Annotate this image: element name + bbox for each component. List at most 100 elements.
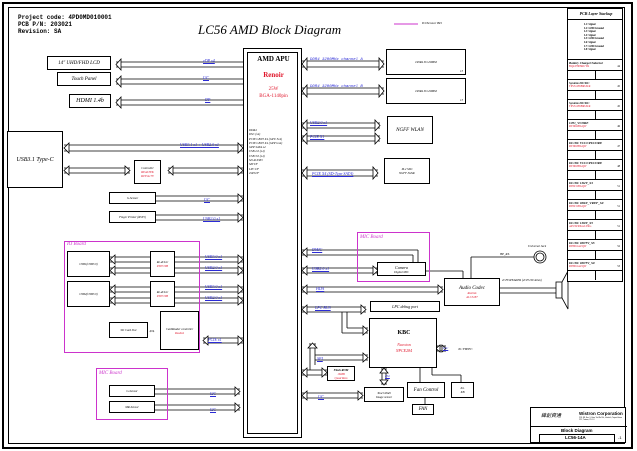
power-section-subrow	[568, 170, 622, 180]
sd-card-slot-label: SD Card Slot	[120, 328, 137, 332]
apu-if: USB 2.0 (x4)	[249, 149, 265, 154]
typec-i2c-bus: I2C	[443, 346, 449, 350]
layer-item: L5: GND/Ground	[584, 37, 604, 41]
ngff-wlan-box: NGFF WLAN	[387, 116, 433, 144]
power-section-subrow	[568, 150, 622, 160]
card-reader-vendor: Realtek	[175, 330, 184, 335]
power-section-subrow	[568, 250, 622, 260]
mr-sensor-box: MR-Sensor	[109, 401, 155, 413]
touchpad-i2c-bus: I2C	[318, 394, 324, 399]
project-info: Project code: 4PD0MD010001 PCB P/N: 2030…	[18, 14, 112, 35]
ddr-channel-b-bus: DDR4 3200MHz channel B	[310, 85, 363, 89]
kbc-box: KBC Nuvoton NPCE284	[369, 318, 437, 368]
apu-if: LPC I/F	[249, 166, 259, 171]
lcd-panel-box: 14" UHD/FHD LCD	[47, 56, 111, 70]
camera-label: Camera	[395, 264, 408, 270]
apu-if: PCIE GEN3 X4 (GPP Gx4)	[249, 140, 283, 145]
hdmi-box: HDMI 1.4b	[69, 94, 111, 108]
dimm-b-box: DDR4 SO-DIMM 13	[386, 78, 466, 104]
apu-if: DDR4	[249, 128, 257, 132]
power-section-page: 45	[617, 85, 620, 88]
power-section-subrow	[568, 210, 622, 220]
ddr-channel-a-bus: DDR4 3200MHz channel A	[310, 58, 363, 62]
audio-codec-label: Audio Codec	[459, 285, 485, 291]
power-section-page: 45	[617, 105, 620, 108]
jack-bus-label: HP_R/L	[500, 252, 510, 256]
mic-board-right-title: MIC Board	[360, 235, 383, 240]
apu-if: GPP SATA x4	[249, 145, 266, 150]
power-section-subrow	[568, 90, 622, 100]
layer-item: L4: Signal	[584, 33, 596, 37]
power-section-part: RT3662BGQW	[569, 125, 587, 128]
layer-item: L7: GND/Ground	[584, 44, 604, 48]
company-name: Wistron Corporation	[579, 411, 623, 416]
mic-board-left-title: MIC Board	[99, 371, 122, 376]
camera-usb-bus: USB2.0 x1	[312, 266, 330, 271]
touch-i2c-label: I2C	[203, 75, 209, 80]
flash-size: 16MB	[337, 371, 345, 376]
m2-ssd-box: M.2 SSD NGFF-NvMe	[384, 158, 430, 184]
kbc-part: NPCE284	[395, 348, 413, 353]
power-section-page: 46	[617, 125, 620, 128]
company-address: 21F, 88, Sec.1, Hsin Tai Wu Rd., Hsichih…	[579, 417, 622, 422]
apu-if: DSC (x4)	[249, 132, 261, 137]
title-block: 緯創資通 Wistron Corporation 21F, 88, Sec.1,…	[530, 407, 627, 443]
mic-g-sensor-label: G-Sensor	[126, 389, 138, 393]
card-reader-box: CardReader controller Realtek	[160, 311, 199, 350]
project-code: Project code: 4PD0MD010001	[18, 14, 112, 21]
power-section-name: Battery Charger/Selector	[569, 61, 603, 65]
power-section-part: RT3663BGQW	[569, 145, 587, 148]
apu-if: USB 3.0 (x4)	[249, 153, 265, 158]
sd-link-arrow-icon: ⇔	[148, 326, 156, 335]
ngff-wlan-label: NGFF WLAN	[396, 127, 424, 133]
kbc-vendor: Nuvoton	[397, 342, 411, 347]
dimm-b-ref: 13	[460, 98, 463, 102]
finger-printer-box: Finger Printer (RST5)	[109, 211, 156, 223]
fan-control-label: Fan Control	[413, 387, 439, 393]
usb1-label: USB1(USB3.0)	[79, 262, 98, 266]
apu-if: SD AUDIO	[249, 158, 263, 163]
flash-mode: Quad Rom	[334, 375, 348, 380]
power-section-page: 48	[617, 165, 620, 168]
apu-if: eSPI I/F	[249, 170, 260, 175]
power-section-name: DC/DC VCCCPUCORE	[569, 141, 603, 145]
io-board-title: IO Board	[67, 242, 86, 247]
ssd-bus: PCIE X4 (SD-Type SATA)	[312, 171, 354, 176]
hdmi-label: HDMI 1.4b	[76, 98, 104, 104]
g-sensor-box: G-Sensor	[109, 192, 156, 204]
power-section-subrow	[568, 230, 622, 240]
layer-item: L3: Signal	[584, 30, 596, 34]
power-section-name: DC/DC 1D0V_S5	[569, 221, 593, 225]
pcb-pn: PCB P/N: 203021	[18, 21, 73, 28]
apu-power: 25W	[268, 87, 279, 92]
dimm-a-box: DDR4 SO-DIMM 13	[386, 49, 466, 75]
power-section-name: CPU_VCORE	[569, 121, 589, 125]
power-section-page: 44	[617, 65, 620, 68]
power-section-page: 47	[617, 145, 620, 148]
usb2-bus1: USB3.0 x1	[205, 284, 223, 289]
speaker-label: 2CH SPEAKER (2CH 2W/4ohm)	[502, 278, 542, 282]
fan-label: FAN	[418, 407, 428, 412]
power-section-name: DC/DC VCCCPUCORE	[569, 161, 603, 165]
redriver1-title: Re-driver	[156, 260, 169, 264]
typec-controller-box: Controller REALTEK RTS5417Y	[134, 160, 161, 184]
audio-part: ALC3287	[466, 294, 478, 299]
power-section-part: RT3663BGQW	[569, 165, 587, 168]
power-section-page: 51	[617, 205, 620, 208]
int-kb-label1: Int.	[460, 386, 465, 390]
layer-item: L2: GND/Ground	[584, 26, 604, 30]
mic-board-left-group	[96, 368, 168, 420]
ssd-line1: M.2 SSD	[401, 167, 413, 171]
mr-sensor-bus: I2C	[210, 407, 216, 412]
flash-rom-box: Flash ROM 16MB Quad Rom	[327, 366, 355, 381]
usb2-bus2: USB2.0 x1	[205, 295, 223, 300]
ps2-bus: PS2	[385, 374, 390, 378]
lpc-debug-box: LPC debug port	[370, 301, 440, 312]
layer-item: L8: Signal	[584, 48, 596, 52]
dp-bus-label: DP	[205, 97, 211, 102]
